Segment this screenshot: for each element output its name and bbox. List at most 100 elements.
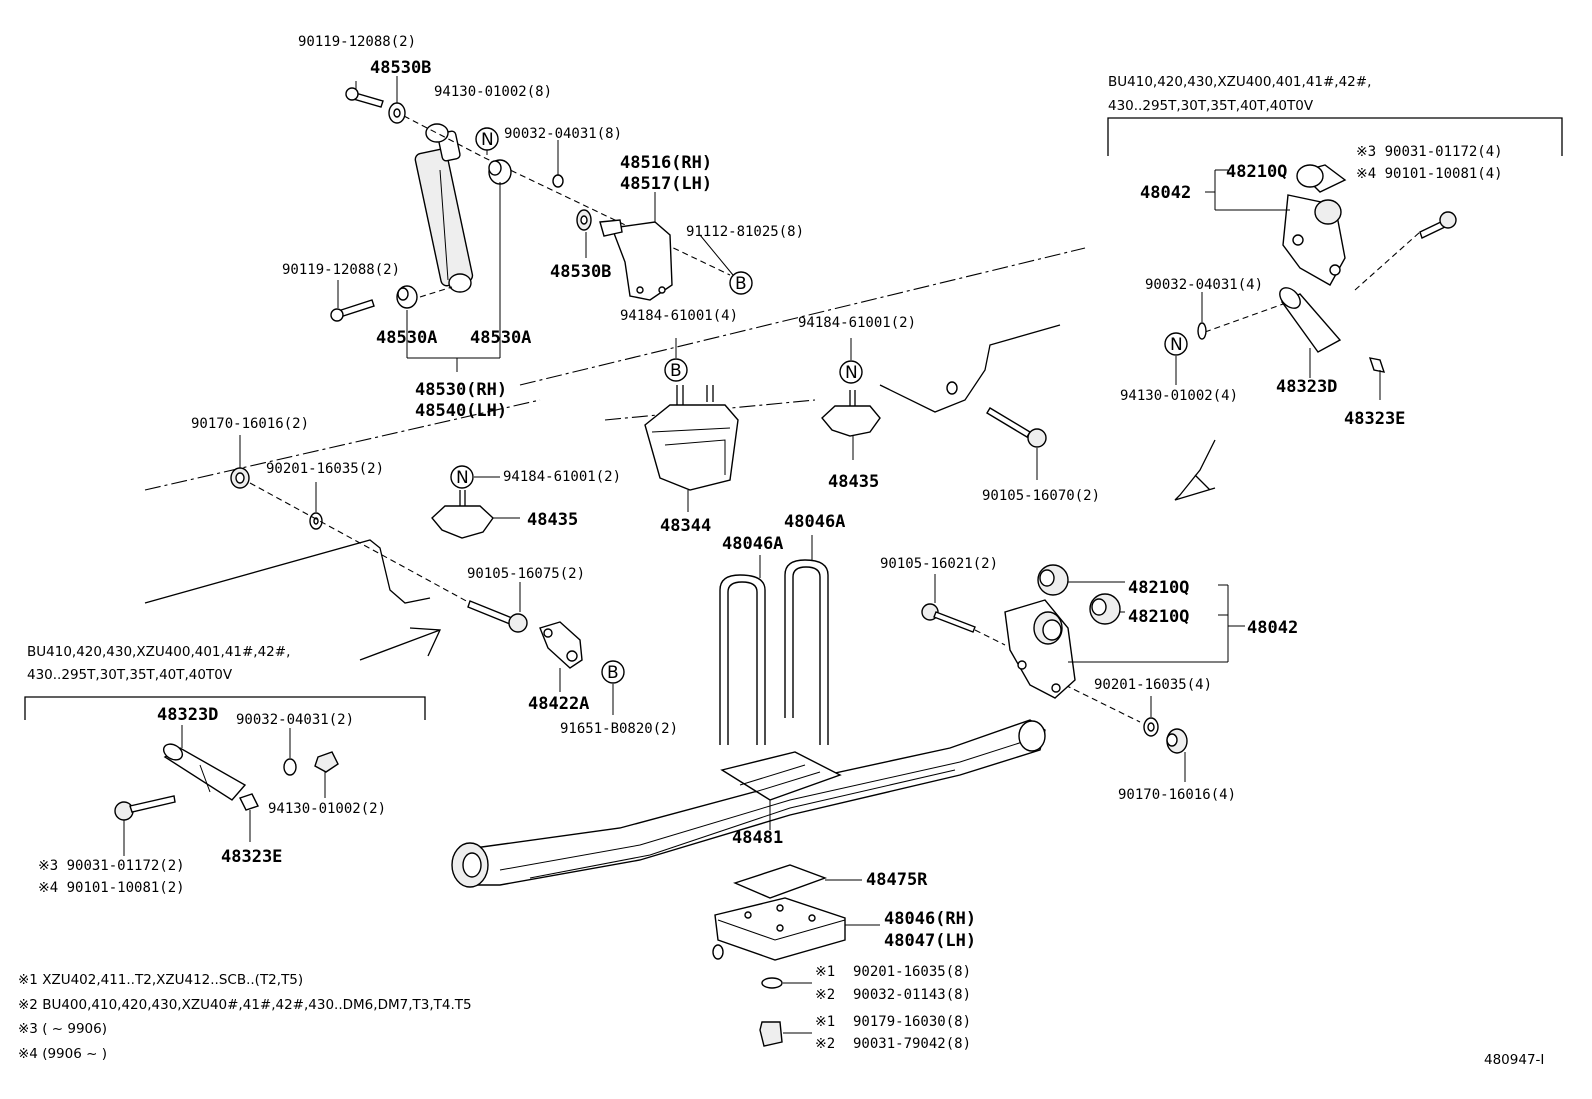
svg-text:N: N bbox=[481, 130, 494, 150]
leader-91112 bbox=[699, 234, 734, 276]
washer-90032-top[interactable] bbox=[552, 140, 564, 188]
label-48516: 48516(RH) bbox=[620, 153, 712, 173]
pin-48323D-left[interactable] bbox=[161, 725, 247, 801]
u-bolt-48046A-left[interactable] bbox=[719, 555, 766, 745]
circled-B-marker: B bbox=[664, 358, 688, 382]
nut-94130-box-left[interactable] bbox=[314, 751, 339, 798]
svg-text:N: N bbox=[845, 363, 858, 383]
label-48540: 48540(LH) bbox=[415, 401, 507, 421]
nut-bottom[interactable] bbox=[759, 1021, 812, 1047]
bushing-48210Q-box[interactable] bbox=[1296, 164, 1347, 193]
label-90032-04031-top: 90032-04031(8) bbox=[504, 126, 622, 142]
label-48210Q-box: 48210Q bbox=[1226, 162, 1287, 182]
label-90105-16070: 90105-16070(2) bbox=[982, 488, 1100, 504]
pad-48475R[interactable] bbox=[733, 864, 862, 899]
label-90119-12088-top: 90119-12088(2) bbox=[298, 34, 416, 50]
label-48530A-left: 48530A bbox=[376, 328, 437, 348]
label-48530B-mid: 48530B bbox=[550, 262, 611, 282]
footnote-4: ※4 (9906 ~ ) bbox=[18, 1046, 107, 1062]
grease-fitting-48323E-left[interactable] bbox=[239, 793, 259, 842]
svg-text:B: B bbox=[670, 361, 682, 381]
grease-fitting-48323E-right[interactable] bbox=[1368, 357, 1386, 400]
view-arrow-right bbox=[1174, 439, 1216, 501]
label-48435-left: 48435 bbox=[527, 510, 578, 530]
label-94184-61001-b: 94184-61001(2) bbox=[798, 315, 916, 331]
plate-48422A[interactable] bbox=[539, 621, 583, 692]
label-48323D-right: 48323D bbox=[1276, 377, 1337, 397]
label-48475R: 48475R bbox=[866, 870, 928, 890]
label-91651-B0820: 91651-B0820(2) bbox=[560, 721, 678, 737]
shackle-48042-box[interactable] bbox=[1282, 194, 1346, 286]
svg-text:N: N bbox=[1170, 335, 1183, 355]
label-48323E-right: 48323E bbox=[1344, 409, 1405, 429]
footnote-1: ※1 XZU402,411..T2,XZU412..SCB..(T2,T5) bbox=[18, 972, 303, 988]
label-90031-01172-left: ※3 90031-01172(2) bbox=[38, 858, 185, 874]
circled-N-marker: N bbox=[839, 360, 863, 384]
shackle-box-leader bbox=[1205, 169, 1290, 211]
label-90101-10081-left: ※4 90101-10081(2) bbox=[38, 880, 185, 896]
bushing-48210Q-upper[interactable] bbox=[1037, 564, 1125, 596]
bump-stop-48435-left[interactable] bbox=[431, 490, 520, 539]
footnote-3: ※3 ( ~ 9906) bbox=[18, 1021, 107, 1037]
bolt-90105-16075[interactable] bbox=[467, 582, 528, 633]
marker-1-a: ※1 bbox=[815, 964, 835, 980]
nut-90170-right[interactable] bbox=[1166, 728, 1188, 782]
label-90119-12088-mid: 90119-12088(2) bbox=[282, 262, 400, 278]
svg-text:B: B bbox=[607, 663, 619, 683]
leaf-spring[interactable] bbox=[451, 719, 1046, 888]
shock-absorber[interactable] bbox=[414, 123, 474, 293]
u-bolt-48046A-right[interactable] bbox=[784, 535, 829, 745]
washer-90032-box-left[interactable] bbox=[283, 728, 297, 776]
shackle-leader bbox=[1068, 584, 1245, 663]
label-90201-16035-left: 90201-16035(2) bbox=[266, 461, 384, 477]
label-90179-16030: 90179-16030(8) bbox=[853, 1014, 971, 1030]
label-90032-04031-box-right: 90032-04031(4) bbox=[1145, 277, 1263, 293]
inset-left-applicability-2: 430..295T,30T,35T,40T,40T0V bbox=[27, 667, 233, 683]
washer-90201-left[interactable] bbox=[309, 482, 323, 530]
circled-B-marker: B bbox=[729, 271, 753, 295]
pin-48323D-right[interactable] bbox=[1276, 284, 1342, 378]
bolt-90105-16021[interactable] bbox=[921, 574, 976, 633]
label-90032-01143: 90032-01143(8) bbox=[853, 987, 971, 1003]
lower-shock-axis-line bbox=[419, 286, 453, 298]
label-48435-right: 48435 bbox=[828, 472, 879, 492]
shock-upper-bolt[interactable] bbox=[345, 81, 384, 108]
label-94130-01002-box-right: 94130-01002(4) bbox=[1120, 388, 1238, 404]
spring-seat-48481[interactable] bbox=[720, 751, 842, 830]
washer-90032-box-right[interactable] bbox=[1197, 292, 1207, 340]
svg-text:N: N bbox=[456, 468, 469, 488]
label-48047: 48047(LH) bbox=[884, 931, 976, 951]
frame-outline bbox=[144, 247, 1086, 604]
bolt-90031-left[interactable] bbox=[114, 795, 176, 856]
bushing-48210Q-lower[interactable] bbox=[1089, 593, 1125, 625]
label-94184-61001-c: 94184-61001(2) bbox=[503, 469, 621, 485]
bolt-90031-right[interactable] bbox=[1419, 211, 1457, 239]
nut-90170-left[interactable] bbox=[230, 435, 250, 489]
plate-48046-48047[interactable] bbox=[712, 897, 880, 961]
washer-bottom[interactable] bbox=[761, 977, 812, 989]
bolt-90105-16070[interactable] bbox=[946, 381, 1047, 480]
nut-48530B-mid[interactable] bbox=[576, 209, 592, 258]
shackle-48042[interactable] bbox=[1004, 599, 1076, 699]
washer-48530B-top[interactable] bbox=[388, 76, 406, 124]
bushing-48530A-lower[interactable] bbox=[396, 285, 418, 309]
bump-stop-48435-right[interactable] bbox=[821, 390, 881, 460]
footnote-2: ※2 BU400,410,420,430,XZU40#,41#,42#,430.… bbox=[18, 997, 472, 1013]
label-48323D-left: 48323D bbox=[157, 705, 218, 725]
washer-90201-right[interactable] bbox=[1143, 696, 1159, 737]
label-48210Q-1: 48210Q bbox=[1128, 578, 1189, 598]
label-48323E-left: 48323E bbox=[221, 847, 282, 867]
label-90201-16035-8: 90201-16035(8) bbox=[853, 964, 971, 980]
marker-2-a: ※2 bbox=[815, 987, 835, 1003]
label-90105-16021: 90105-16021(2) bbox=[880, 556, 998, 572]
circled-B-marker: B bbox=[601, 660, 625, 684]
bump-stop-48344[interactable] bbox=[644, 385, 739, 512]
bracket-48516-48517[interactable] bbox=[599, 192, 673, 301]
shackle-axis-line bbox=[974, 629, 1141, 723]
label-90101-10081-right: ※4 90101-10081(4) bbox=[1356, 166, 1503, 182]
bushing-48530A-top[interactable] bbox=[488, 159, 512, 185]
lower-shock-bolt[interactable] bbox=[330, 280, 375, 322]
label-90032-04031-box-left: 90032-04031(2) bbox=[236, 712, 354, 728]
